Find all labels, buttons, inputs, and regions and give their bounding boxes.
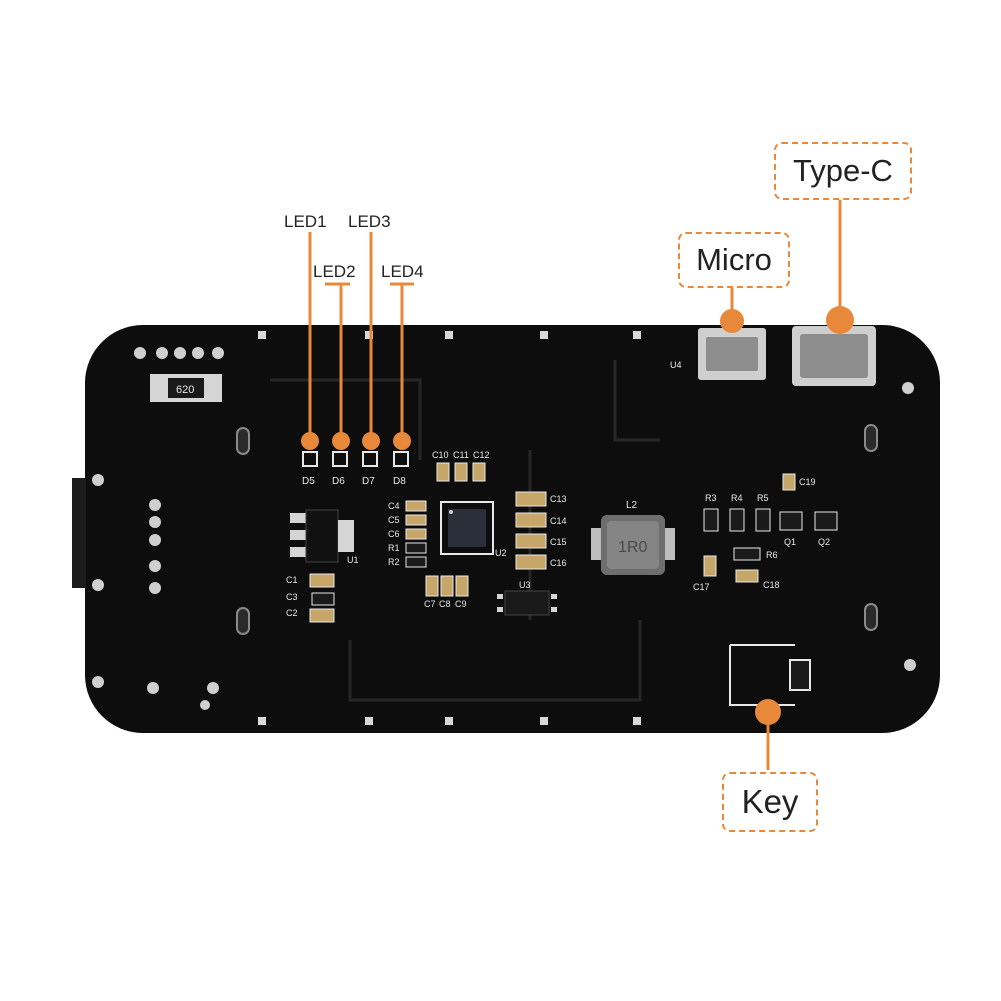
label-c12: C12 (473, 450, 490, 460)
label-r2: R2 (388, 557, 400, 567)
label-c15: C15 (550, 537, 567, 547)
resistor-620 (150, 374, 222, 402)
caps-c13-c16 (515, 491, 547, 570)
key-callout: Key (722, 772, 818, 832)
label-c7: C7 (424, 599, 436, 609)
led1-label: LED1 (284, 212, 327, 231)
micro-callout: Micro (678, 232, 790, 288)
label-c8: C8 (439, 599, 451, 609)
label-c4: C4 (388, 501, 400, 511)
slot-holes (236, 424, 878, 635)
caps-c7-c9 (425, 575, 469, 597)
label-c16: C16 (550, 558, 567, 568)
inductor-mark: 1R0 (618, 539, 647, 556)
label-u2: U2 (495, 548, 507, 558)
micro-usb-port (698, 328, 766, 380)
label-c18: C18 (763, 580, 780, 590)
label-c3: C3 (286, 592, 298, 602)
label-r6: R6 (766, 550, 778, 560)
label-d5: D5 (302, 476, 315, 487)
label-l2: L2 (626, 500, 638, 511)
label-c13: C13 (550, 494, 567, 504)
label-c5: C5 (388, 515, 400, 525)
led3-label: LED3 (348, 212, 391, 231)
label-c1: C1 (286, 575, 298, 585)
label-q2: Q2 (818, 537, 830, 547)
label-d6: D6 (332, 476, 345, 487)
label-c14: C14 (550, 516, 567, 526)
label-r5: R5 (757, 493, 769, 503)
side-connector (72, 478, 86, 588)
passives-left-column (405, 500, 427, 568)
label-r3: R3 (705, 493, 717, 503)
label-r1: R1 (388, 543, 400, 553)
led4-label: LED4 (381, 262, 424, 281)
label-c17: C17 (693, 582, 710, 592)
label-u3: U3 (519, 580, 531, 590)
resistor-620-label: 620 (176, 384, 194, 396)
label-c6: C6 (388, 529, 400, 539)
caps-c10-c12 (436, 462, 486, 482)
label-c11: C11 (453, 450, 469, 460)
label-d8: D8 (393, 476, 406, 487)
leader-dots (301, 306, 854, 725)
label-q1: Q1 (784, 537, 796, 547)
chip-u1 (290, 509, 354, 563)
label-c19: C19 (799, 477, 816, 487)
caps-c1-c3 (309, 573, 335, 623)
leader-lines (308, 196, 842, 770)
chip-u3 (497, 590, 557, 616)
led-footprints (302, 451, 409, 467)
label-r4: R4 (731, 493, 743, 503)
label-d7: D7 (362, 476, 375, 487)
passives-right (703, 473, 796, 583)
label-c9: C9 (455, 599, 467, 609)
led2-label: LED2 (313, 262, 356, 281)
inductor-l2 (591, 515, 675, 575)
type-c-callout: Type-C (774, 142, 912, 200)
label-u1: U1 (347, 555, 359, 565)
transistors-q1-q2 (779, 511, 838, 531)
type-c-port (792, 326, 876, 386)
edge-pads-top (258, 331, 641, 339)
mounting-pads (92, 347, 916, 710)
chip-u2 (440, 501, 494, 555)
label-c2: C2 (286, 608, 298, 618)
pcb-board (85, 325, 940, 733)
resistors-r3-r5 (703, 508, 771, 532)
edge-pads-bottom (258, 717, 641, 725)
label-c10: C10 (432, 450, 449, 460)
label-u4: U4 (670, 360, 682, 370)
